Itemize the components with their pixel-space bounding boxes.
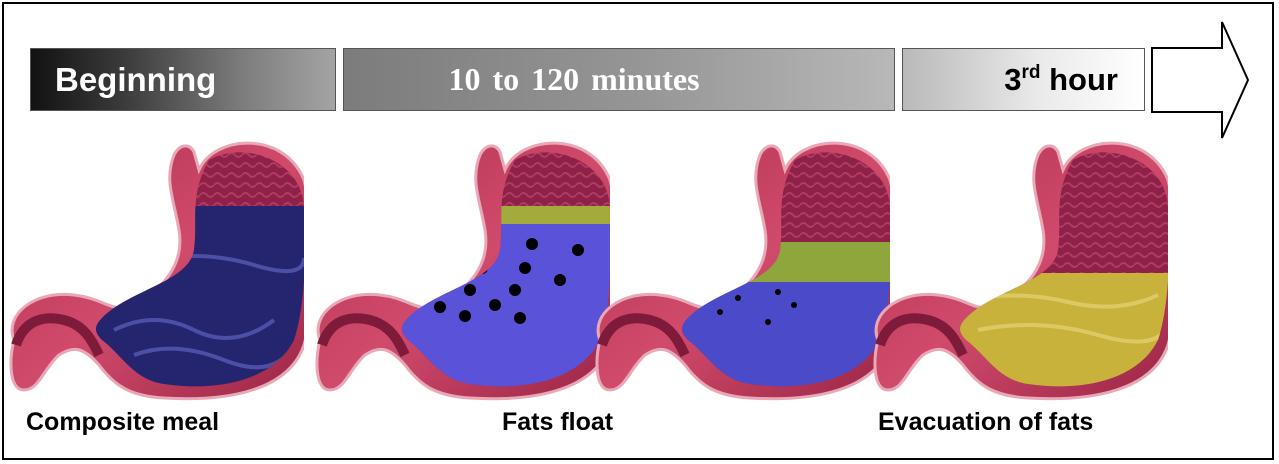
stomach-fats-rising [590, 140, 890, 402]
timeline-beginning: Beginning [30, 48, 336, 111]
stomach-fats-float [310, 140, 610, 402]
timeline-third-hour: 3rd hour [902, 48, 1145, 111]
caption-fats-float: Fats float [502, 408, 613, 437]
stomach-composite-meal [4, 140, 304, 402]
stomach-evacuation-of-fats [868, 140, 1168, 402]
timeline-arrow-icon [1150, 20, 1250, 140]
timeline-beginning-label: Beginning [31, 61, 216, 99]
caption-composite-meal: Composite meal [26, 408, 219, 437]
timeline-middle-label: 10 to 120 minutes [448, 61, 699, 98]
fat-layer [310, 206, 610, 224]
fat-layer [590, 242, 890, 282]
timeline-middle: 10 to 120 minutes [343, 48, 895, 111]
caption-evacuation-of-fats: Evacuation of fats [878, 408, 1093, 437]
timeline-third-label: 3rd hour [1004, 62, 1144, 98]
